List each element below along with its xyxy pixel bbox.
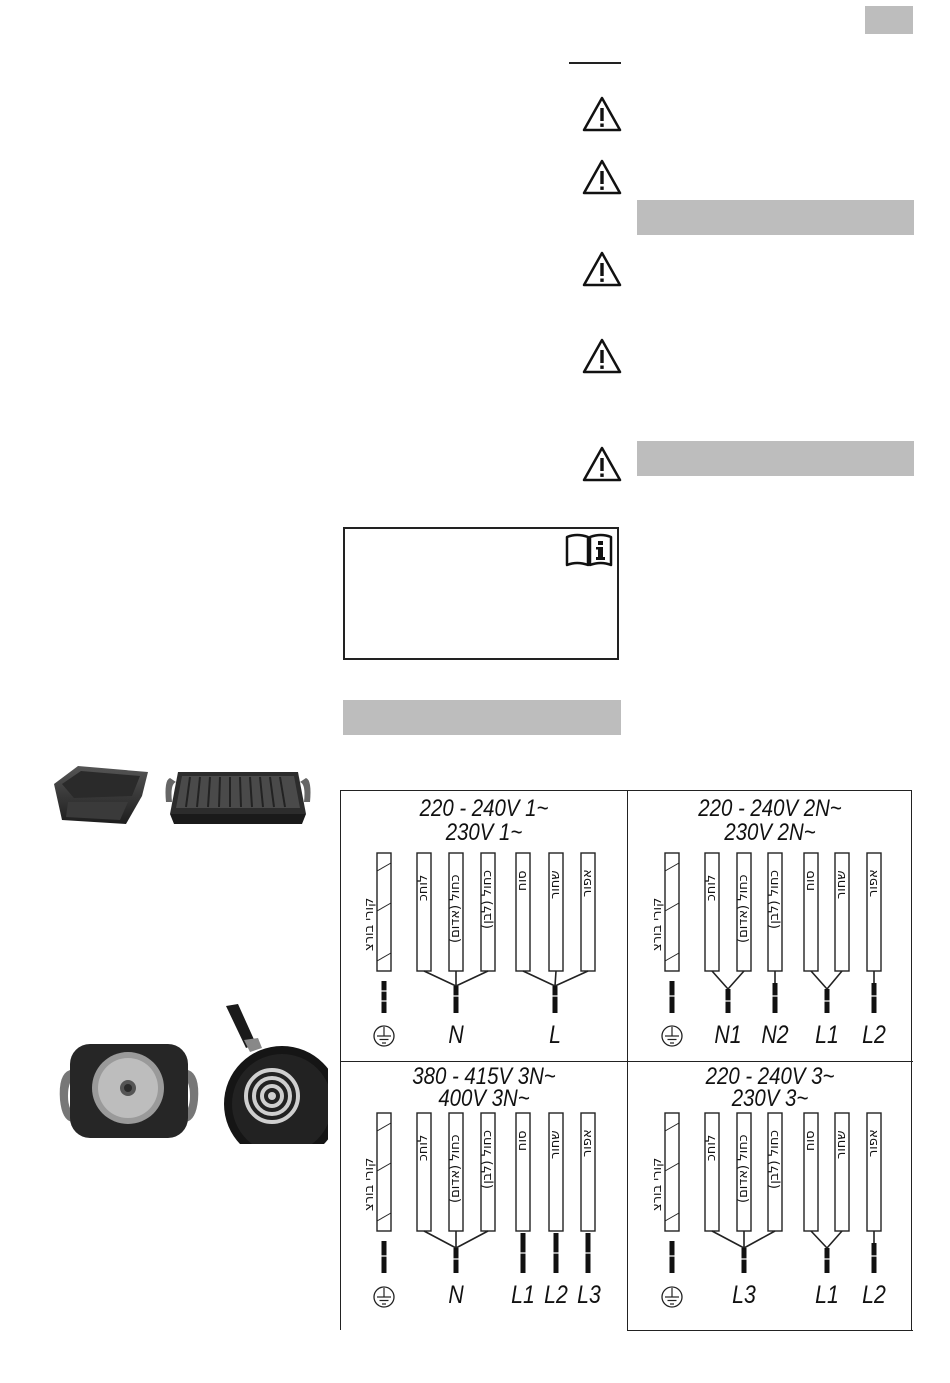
wiring-diagram: 220 - 240V 1~ 230V 1~ bbox=[340, 790, 913, 1331]
terminal-label: L1 bbox=[815, 1021, 839, 1049]
frying-pan-photo bbox=[224, 1004, 328, 1144]
section-header-bar bbox=[343, 700, 621, 735]
voltage-label: 230V 3~ bbox=[731, 1085, 809, 1112]
wire-label: סוח bbox=[515, 1130, 530, 1151]
roasting-pan-photo bbox=[54, 766, 148, 824]
terminal-label: N bbox=[448, 1021, 464, 1049]
wire-label: שחור bbox=[834, 1130, 849, 1159]
wire-bundle bbox=[373, 852, 596, 1047]
wire-label: לוחכ bbox=[704, 1134, 719, 1161]
terminal-label: L3 bbox=[732, 1281, 756, 1309]
warning-triangle-icon bbox=[582, 251, 622, 287]
wire-label: שחור bbox=[548, 870, 563, 899]
terminal-label: L1 bbox=[511, 1281, 535, 1309]
warning-triangle-icon bbox=[582, 96, 622, 132]
voltage-label: 400V 3N~ bbox=[438, 1085, 530, 1112]
earth-ground-icon bbox=[373, 1286, 395, 1308]
page-corner-tab bbox=[865, 6, 913, 34]
wiring-quadrant-q1: 220 - 240V 1~ 230V 1~ bbox=[341, 791, 627, 1061]
grill-plate-photo bbox=[165, 772, 311, 824]
wire-label: אפור bbox=[866, 1129, 881, 1157]
section-header-bar bbox=[637, 200, 914, 235]
diagram-bottom-rule bbox=[627, 1330, 913, 1331]
wire-label-earth: קורי בורצ bbox=[362, 897, 377, 951]
wire-label: כחול (לבן) bbox=[480, 1129, 495, 1189]
wire-label: כחול (לבן) bbox=[480, 869, 495, 929]
voltage-label: 230V 1~ bbox=[445, 819, 523, 846]
wiring-quadrant-q3: 380 - 415V 3N~ 400V 3N~ bbox=[341, 1061, 627, 1331]
info-note-box bbox=[343, 527, 619, 660]
griddle-lid-photo bbox=[59, 1044, 199, 1138]
wire-label: אפור bbox=[866, 869, 881, 897]
wire-bundle bbox=[373, 1112, 596, 1308]
manual-info-icon bbox=[565, 533, 613, 567]
wire-label: לוחכ bbox=[416, 1134, 431, 1161]
wiring-quadrant-q2: 220 - 240V 2N~ 230V 2N~ bbox=[627, 791, 913, 1061]
section-rule bbox=[569, 62, 621, 64]
terminal-label: N2 bbox=[761, 1021, 789, 1049]
warning-triangle-icon bbox=[582, 338, 622, 374]
wire-label: כחול (לבן) bbox=[767, 1129, 782, 1189]
wire-label: כחול (אדום) bbox=[448, 1134, 463, 1203]
terminal-label: L2 bbox=[544, 1281, 568, 1309]
wire-label-earth: קורי בורצ bbox=[650, 1157, 665, 1211]
section-header-bar bbox=[637, 441, 914, 476]
terminal-label: L1 bbox=[815, 1281, 839, 1309]
wire-label: שחור bbox=[548, 1130, 563, 1159]
voltage-label: 220 - 240V 1~ bbox=[419, 795, 549, 822]
wire-label-earth: קורי בורצ bbox=[362, 1157, 377, 1211]
wire-bundle bbox=[661, 1112, 882, 1308]
terminal-label: L2 bbox=[862, 1021, 886, 1049]
wire-label: אפור bbox=[580, 1129, 595, 1157]
wire-label: לוחכ bbox=[704, 874, 719, 901]
voltage-label: 230V 2N~ bbox=[724, 819, 816, 846]
wire-label: כחול (אדום) bbox=[448, 874, 463, 943]
terminal-label: N1 bbox=[714, 1021, 742, 1049]
terminal-label: L2 bbox=[862, 1281, 886, 1309]
warning-triangle-icon bbox=[582, 446, 622, 482]
wire-label: סוח bbox=[515, 870, 530, 891]
wire-label: שחור bbox=[834, 870, 849, 899]
wire-label: כחול (אדום) bbox=[736, 1134, 751, 1203]
wire-label: סוח bbox=[803, 1130, 818, 1151]
terminal-label: N bbox=[448, 1281, 464, 1309]
wire-bundle bbox=[661, 852, 882, 1047]
wire-label: כחול (לבן) bbox=[767, 869, 782, 929]
wiring-quadrant-q4: 220 - 240V 3~ 230V 3~ bbox=[627, 1061, 913, 1331]
voltage-label: 380 - 415V 3N~ bbox=[412, 1063, 556, 1090]
wire-label: סוח bbox=[803, 870, 818, 891]
earth-ground-icon bbox=[661, 1286, 683, 1308]
voltage-label: 220 - 240V 2N~ bbox=[698, 795, 842, 822]
voltage-label: 220 - 240V 3~ bbox=[705, 1063, 835, 1090]
terminal-label: L bbox=[549, 1021, 561, 1049]
wire-label: כחול (אדום) bbox=[736, 874, 751, 943]
wire-label: לוחכ bbox=[416, 874, 431, 901]
wire-label: אפור bbox=[580, 869, 595, 897]
earth-ground-icon bbox=[661, 1025, 683, 1047]
earth-ground-icon bbox=[373, 1025, 395, 1047]
warning-triangle-icon bbox=[582, 159, 622, 195]
diagram-divider-horizontal bbox=[341, 1061, 913, 1062]
terminal-label: L3 bbox=[577, 1281, 601, 1309]
wire-label-earth: קורי בורצ bbox=[650, 897, 665, 951]
